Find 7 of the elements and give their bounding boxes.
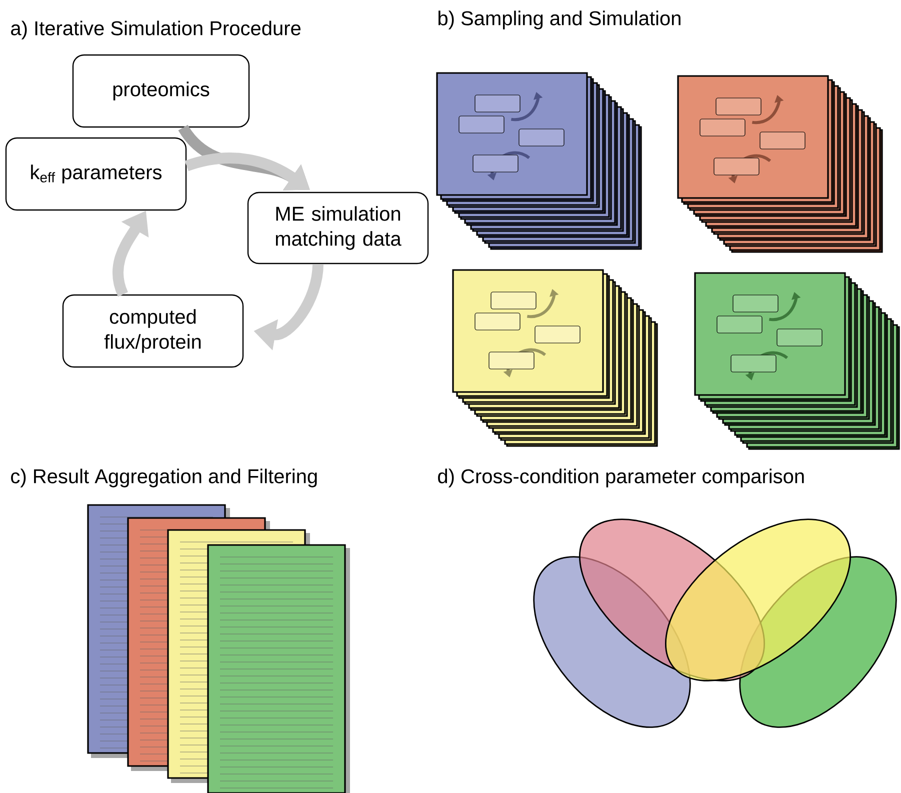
- process-box: proteomics: [72, 54, 250, 128]
- process-box: k$_{eff}$ parameters: [5, 137, 187, 211]
- panel-heading: b) Sampling and Simulation: [438, 10, 680, 30]
- panel-heading: c) Result Aggregation and Filtering: [11, 468, 317, 488]
- process-box: computed flux/protein: [62, 294, 244, 368]
- process-box: ME simulation matching data: [247, 192, 429, 264]
- panel-heading: d) Cross-condition parameter comparison: [438, 468, 804, 488]
